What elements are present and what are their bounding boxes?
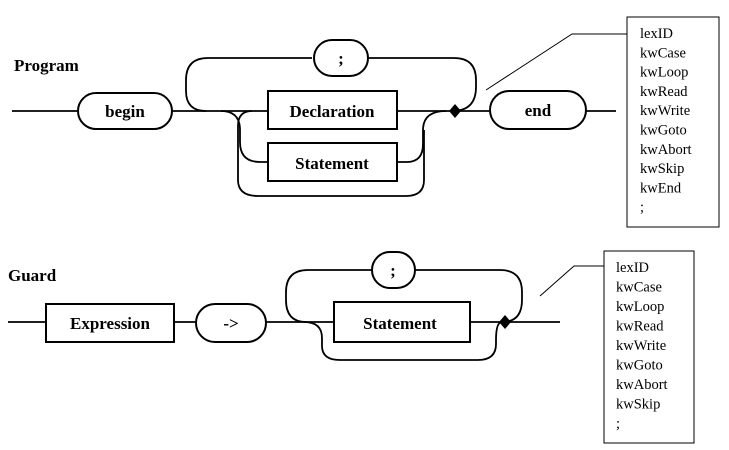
guard-follow-item: kwCase (616, 280, 662, 296)
guard-follow-item: kwAbort (616, 377, 668, 393)
program-rails (12, 57, 616, 197)
program-follow-item: kwGoto (640, 123, 687, 139)
program-callout-line (485, 33, 627, 91)
guard-follow-set: lexID kwCase kwLoop kwRead kwWrite kwGoto kwAb… (603, 250, 695, 444)
expression-nonterminal: Expression (45, 303, 175, 343)
guard-follow-item: kwRead (616, 319, 664, 335)
program-statement-label: Statement (295, 154, 369, 173)
program-follow-item: kwRead (640, 84, 688, 100)
guard-rails (8, 269, 560, 361)
program-follow-item: lexID (640, 26, 673, 42)
program-follow-item: kwCase (640, 45, 686, 61)
guard-follow-item: kwWrite (616, 338, 666, 354)
guard-follow-item: kwLoop (616, 299, 664, 315)
end-terminal: end (489, 90, 587, 130)
guard-title: Guard (8, 266, 57, 285)
program-follow-set: lexID kwCase kwLoop kwRead kwWrite kwGoto kwAb… (626, 16, 720, 228)
program-follow-item: kwLoop (640, 65, 688, 81)
guard-separator-label: ; (390, 261, 396, 280)
program-title: Program (14, 56, 79, 75)
guard-follow-item: kwGoto (616, 358, 663, 374)
expression-label: Expression (70, 314, 151, 333)
arrow-terminal: -> (195, 303, 267, 343)
declaration-nonterminal: Declaration (267, 90, 398, 130)
program-statement-nonterminal: Statement (267, 142, 398, 182)
arrow-label: -> (223, 314, 238, 333)
program-follow-item: kwEnd (640, 180, 682, 196)
end-label: end (525, 101, 552, 120)
guard-follow-item: lexID (616, 260, 649, 276)
program-follow-item: kwWrite (640, 103, 690, 119)
program-follow-marker (449, 104, 461, 118)
program-separator-label: ; (338, 49, 344, 68)
declaration-label: Declaration (290, 102, 376, 121)
guard-follow-item: kwSkip (616, 397, 660, 413)
guard-follow-marker (499, 315, 511, 329)
program-follow-item: kwAbort (640, 142, 692, 158)
guard-statement-label: Statement (363, 314, 437, 333)
guard-separator-terminal: ; (371, 251, 416, 289)
begin-terminal: begin (77, 92, 173, 130)
guard-follow-item: ; (616, 416, 620, 432)
program-follow-item: ; (640, 200, 644, 216)
program-separator-terminal: ; (313, 39, 369, 77)
program-follow-item: kwSkip (640, 161, 684, 177)
begin-label: begin (105, 102, 145, 121)
guard-statement-nonterminal: Statement (333, 301, 471, 343)
guard-callout-line (539, 265, 604, 297)
